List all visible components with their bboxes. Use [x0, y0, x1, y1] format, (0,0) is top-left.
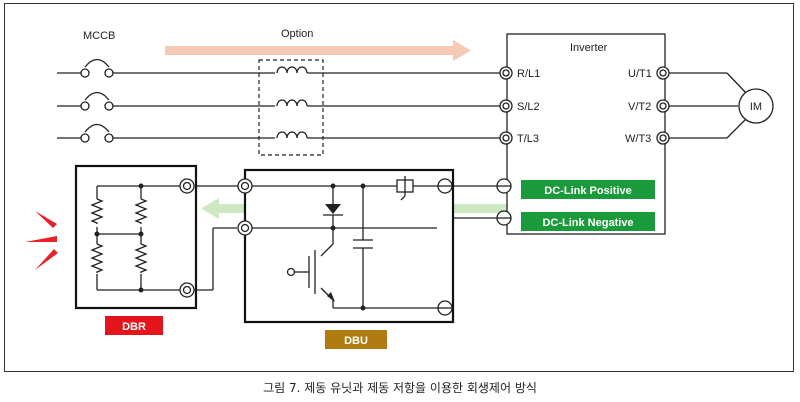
- inverter-label: Inverter: [570, 42, 608, 54]
- terminal-s-l2: S/L2: [517, 101, 540, 113]
- dc-link-positive-label: DC-Link Positive: [544, 185, 631, 197]
- option-reactor: [258, 59, 324, 156]
- resistor-icon: [90, 198, 148, 274]
- dbr-label: DBR: [122, 321, 146, 333]
- figure-caption: 그림 7. 제동 유닛과 제동 저항을 이용한 회생제어 방식: [263, 381, 537, 395]
- dbu-label: DBU: [344, 335, 368, 347]
- dc-link-negative-label: DC-Link Negative: [542, 217, 633, 229]
- inverter-block: Inverter R/L1 S/L2 T/L3 U/T1 V/T2 W/T3 D…: [499, 33, 670, 235]
- motor-icon: IM: [669, 72, 774, 139]
- diagram-frame: MCCB Option Inverter: [4, 3, 794, 372]
- terminal-v-t2: V/T2: [628, 101, 651, 113]
- terminal-t-l3: T/L3: [517, 133, 539, 145]
- dbu-label-box: [325, 330, 387, 349]
- regenerative-braking-diagram: MCCB Option Inverter: [25, 28, 774, 349]
- fuse-icon: [396, 176, 414, 201]
- inductor-icon: [275, 66, 308, 143]
- dbu-block: [237, 168, 455, 324]
- mccb-label: MCCB: [83, 30, 115, 42]
- dc-link-negative-box: [521, 212, 655, 231]
- motor-label: IM: [750, 101, 762, 113]
- terminal-r-l1: R/L1: [517, 68, 540, 80]
- terminal-u-t1: U/T1: [628, 68, 652, 80]
- terminal-w-t3: W/T3: [625, 133, 651, 145]
- dc-link-positive-box: [521, 180, 655, 199]
- transistor-icon: [286, 228, 438, 309]
- option-label: Option: [281, 28, 313, 40]
- dbr-block: [74, 164, 237, 310]
- heat-ray-icon: [25, 211, 58, 270]
- dbr-label-box: [105, 316, 163, 335]
- power-flow-arrow: [165, 40, 471, 61]
